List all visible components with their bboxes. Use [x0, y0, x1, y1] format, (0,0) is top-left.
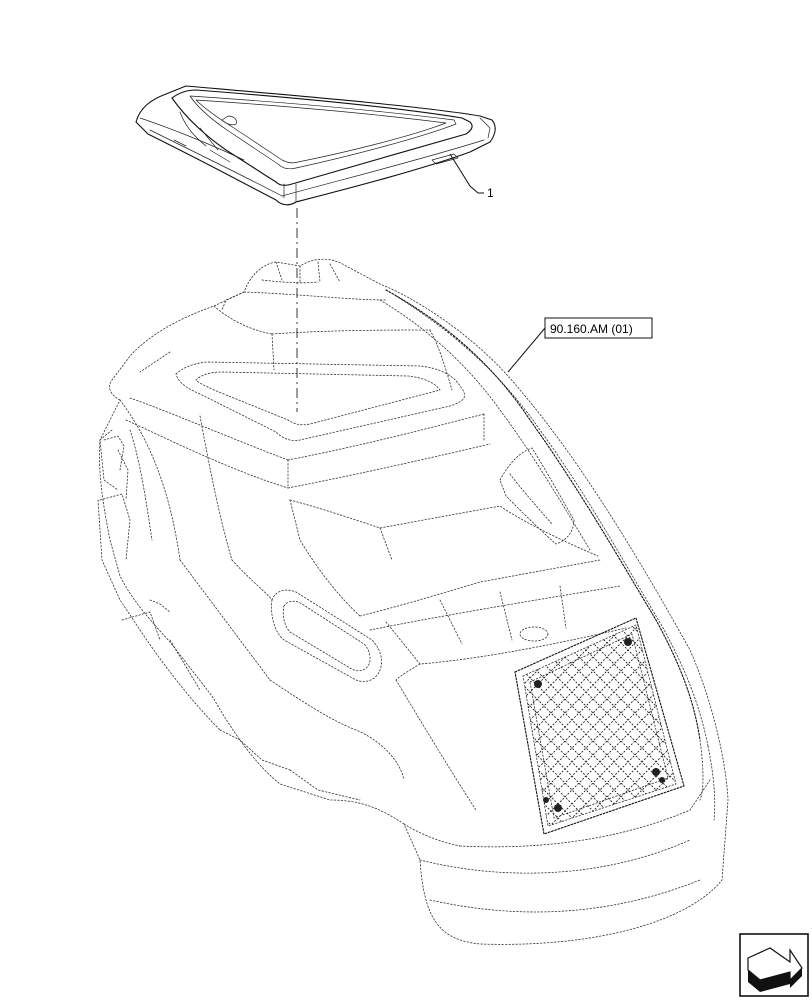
- net-strand: [523, 625, 629, 826]
- net-strand: [605, 625, 676, 826]
- reference-leader: [507, 327, 546, 373]
- net-strand: [523, 625, 676, 826]
- net-strand: [523, 625, 567, 826]
- net-strand: [523, 625, 671, 826]
- net-strand: [661, 625, 676, 826]
- net-strand: [523, 625, 676, 826]
- net-strand: [647, 625, 676, 826]
- net-strand: [523, 625, 676, 826]
- net-strand: [529, 625, 676, 826]
- net-strand: [523, 625, 676, 826]
- net-strand: [523, 625, 559, 826]
- net-strand: [523, 625, 676, 826]
- next-page-arrow-icon[interactable]: [739, 933, 809, 997]
- net-strand: [585, 625, 676, 826]
- storage-net: [514, 617, 685, 835]
- net-strand: [675, 625, 676, 826]
- net-clip-top-right: [624, 638, 632, 646]
- net-clip-bottom-right: [652, 768, 660, 776]
- net-strand: [523, 625, 609, 826]
- net-strand: [523, 625, 676, 826]
- net-strand: [523, 625, 643, 826]
- net-strand: [523, 625, 637, 826]
- console-housing: [97, 258, 729, 945]
- net-strand: [549, 625, 676, 826]
- net-strand: [523, 625, 676, 826]
- net-clip-top-left: [534, 680, 542, 688]
- top-cover-part: [135, 85, 496, 206]
- net-strand: [523, 625, 573, 826]
- net-strand: [523, 625, 665, 826]
- net-strand: [523, 625, 525, 826]
- net-strand: [563, 625, 676, 826]
- net-strand: [591, 625, 676, 826]
- net-strand: [523, 625, 657, 826]
- net-strand: [571, 625, 676, 826]
- reference-label[interactable]: 90.160.AM (01): [550, 322, 633, 336]
- net-strand: [619, 625, 676, 826]
- net-strand: [523, 625, 539, 826]
- net-strand: [523, 625, 581, 826]
- callout-reference[interactable]: 90.160.AM (01): [507, 317, 653, 373]
- net-clip-bottom-left: [554, 804, 562, 812]
- net-strand: [523, 625, 676, 826]
- net-strand: [523, 625, 676, 826]
- net-strand: [523, 625, 676, 826]
- net-strand: [523, 625, 676, 826]
- net-strand: [655, 625, 676, 826]
- net-strand: [523, 625, 623, 826]
- net-strand: [613, 625, 676, 826]
- callout-label-1: 1: [487, 186, 494, 200]
- net-strand: [523, 625, 553, 826]
- net-strand: [523, 625, 676, 826]
- net-strand: [523, 625, 651, 826]
- net-strand: [523, 625, 601, 826]
- net-strand: [523, 625, 615, 826]
- net-strand: [543, 625, 676, 826]
- net-strand: [523, 625, 545, 826]
- net-strand: [523, 625, 676, 826]
- net-strand: [577, 625, 676, 826]
- callout-part-1: 1: [449, 153, 494, 200]
